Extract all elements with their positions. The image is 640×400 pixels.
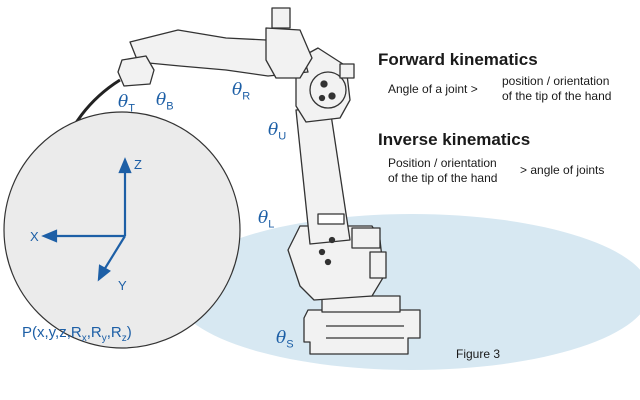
- joint-label-r: θR: [232, 80, 251, 103]
- joint-label-t: θT: [118, 92, 135, 115]
- forward-kinematics-title: Forward kinematics: [378, 50, 538, 69]
- robot-upper-arm: [129, 29, 309, 77]
- x-axis-label: X: [30, 229, 39, 244]
- y-axis-label: Y: [118, 278, 127, 293]
- robot-base-plate: [303, 309, 421, 355]
- coordinate-axes: [41, 157, 132, 282]
- joint-label-s: θS: [276, 328, 294, 351]
- joint-label-l: θL: [258, 208, 275, 231]
- tool-frame-circle: [3, 111, 241, 349]
- inverse-left-line2: of the tip of the hand: [388, 171, 498, 185]
- pose-label: P(x,y,z,Rx,Ry,Rz): [22, 324, 132, 344]
- forward-left-text: Angle of a joint >: [388, 82, 478, 96]
- inverse-kinematics-title: Inverse kinematics: [378, 130, 531, 149]
- forward-right-line2: of the tip of the hand: [502, 89, 612, 103]
- inverse-right-text: > angle of joints: [520, 163, 605, 177]
- forward-right-line1: position / orientation: [502, 74, 610, 88]
- robot-arm: [117, 7, 421, 355]
- joint-label-b: θB: [156, 90, 174, 113]
- joint-label-u: θU: [268, 120, 287, 143]
- inverse-left-line1: Position / orientation: [388, 156, 497, 170]
- figure-caption: Figure 3: [456, 347, 501, 361]
- z-axis-label: Z: [134, 157, 142, 172]
- robot-wrist: [117, 55, 155, 87]
